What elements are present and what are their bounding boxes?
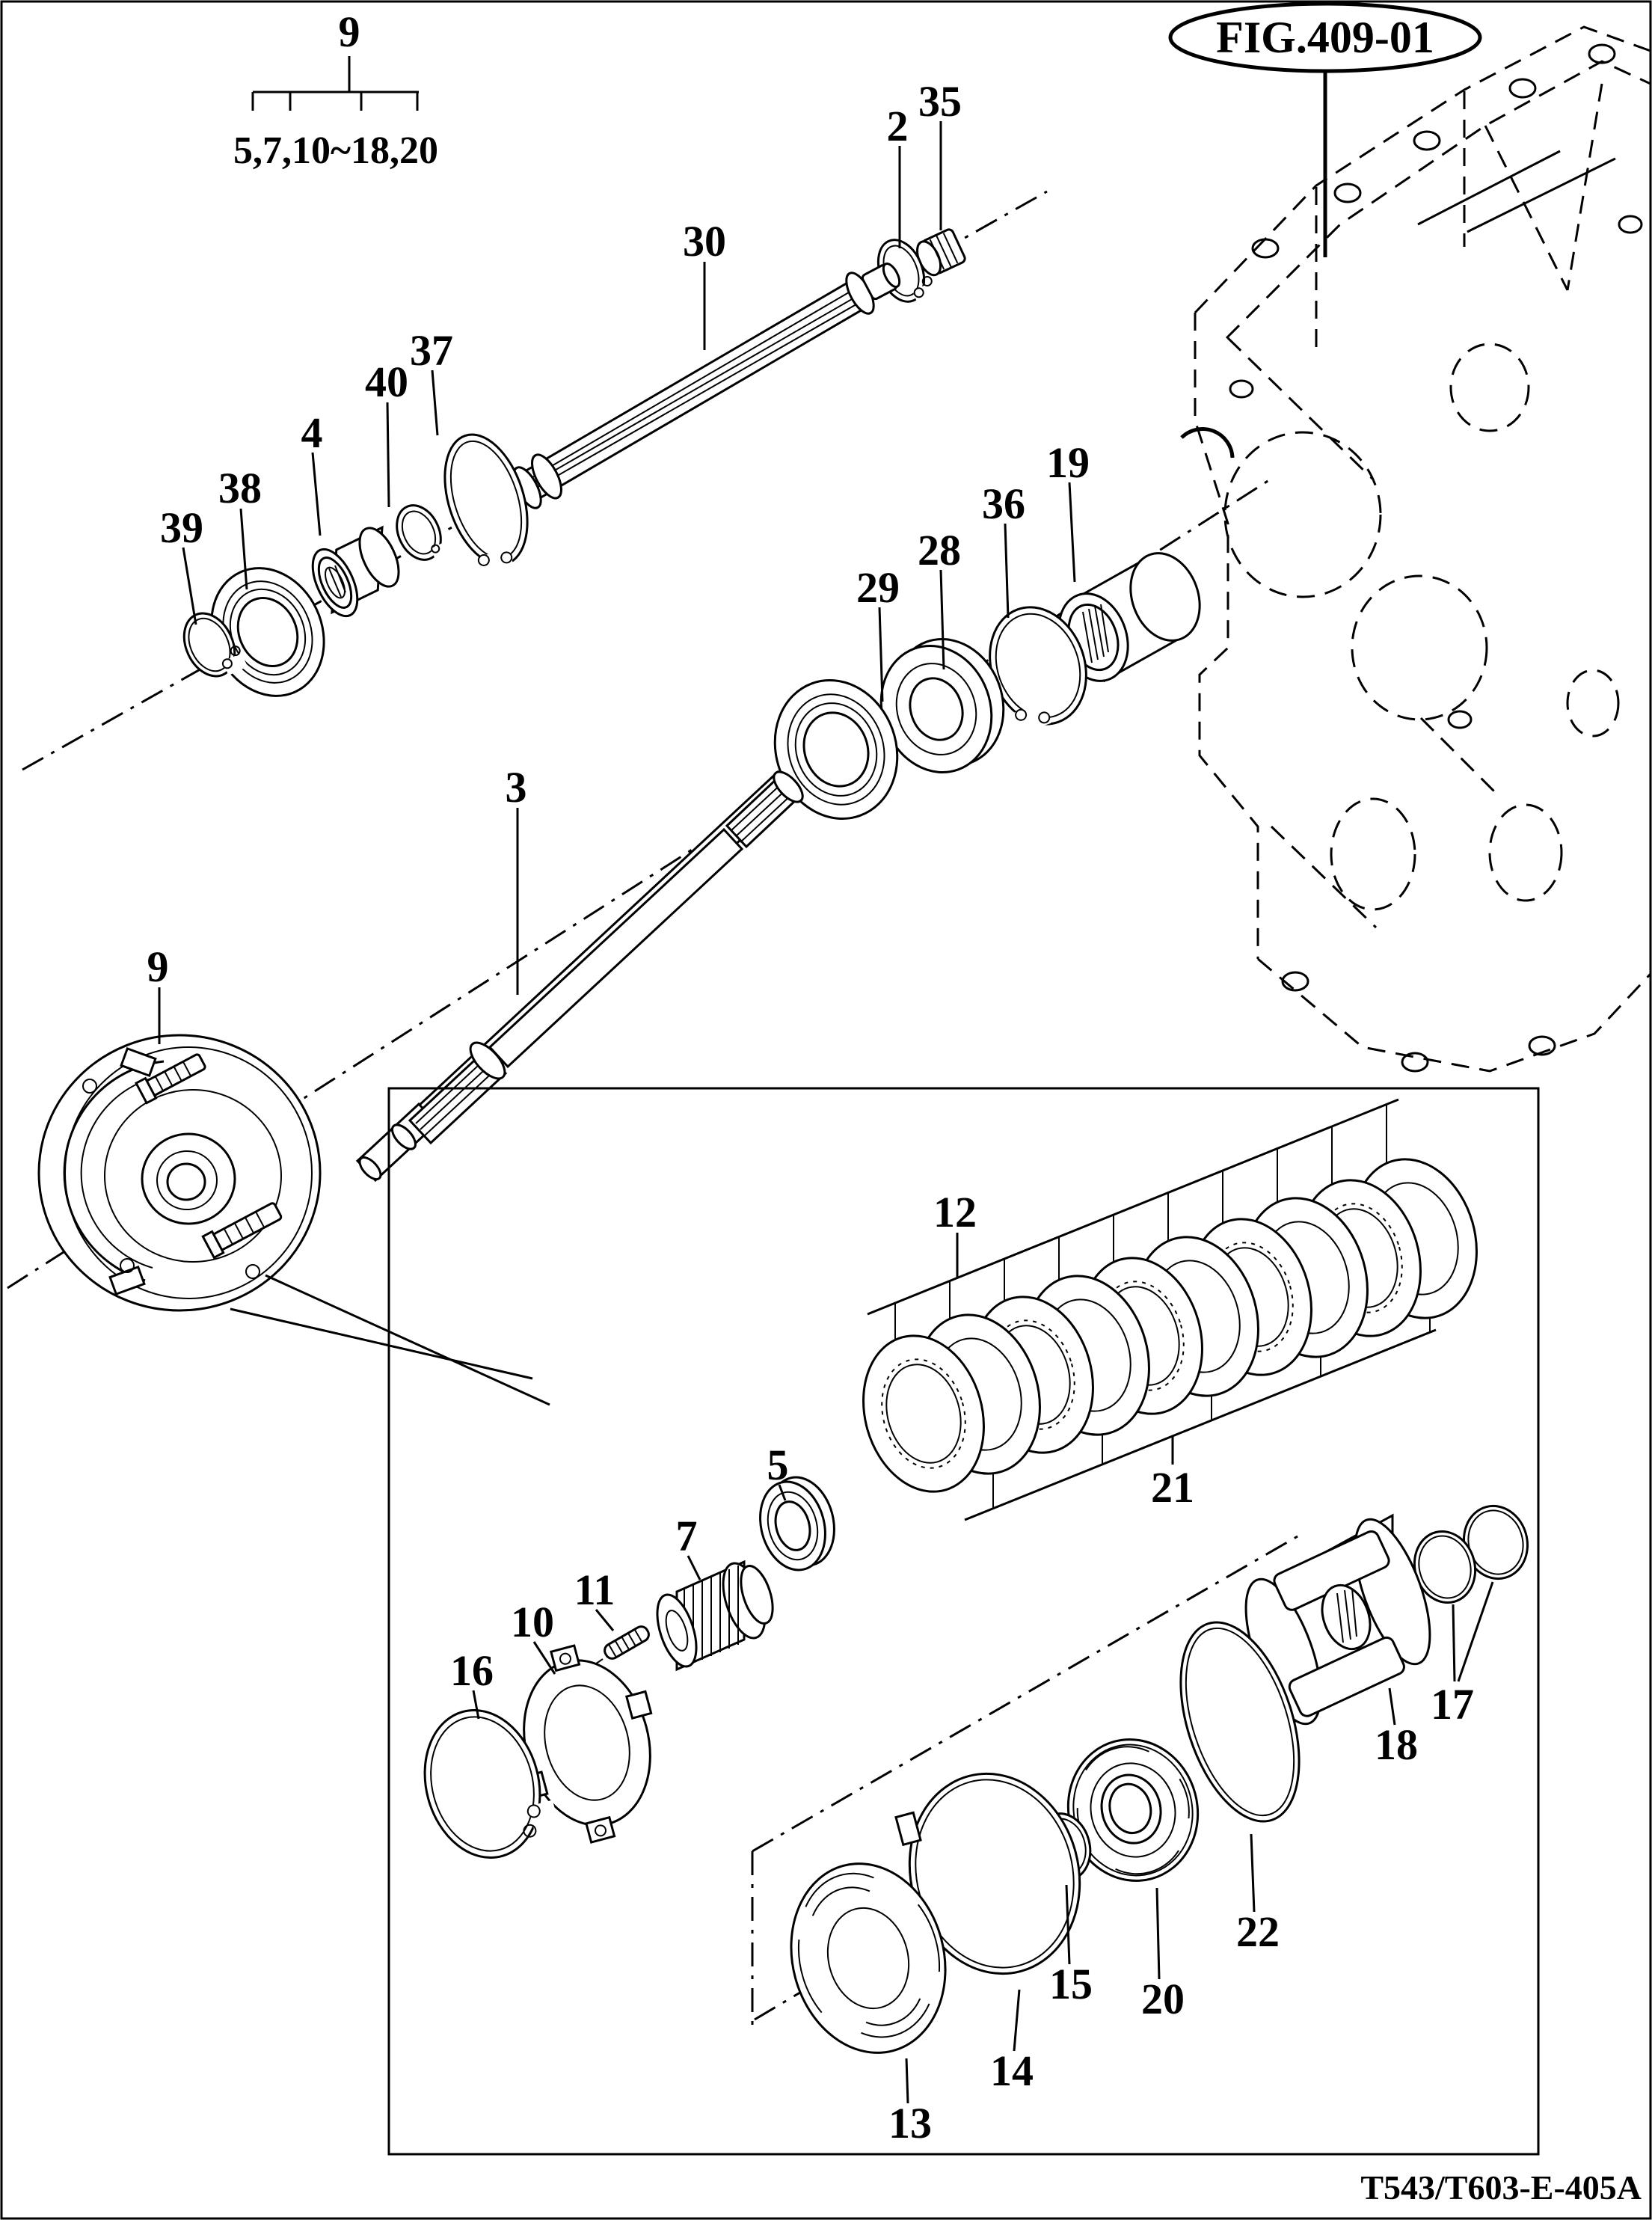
label-14: 14 — [990, 1989, 1034, 2095]
needle-bearing-35-part — [916, 228, 966, 277]
svg-text:35: 35 — [918, 77, 962, 126]
label-38: 38 — [218, 464, 262, 590]
group-callout-range: 5,7,10~18,20 — [233, 129, 438, 172]
label-19: 19 — [1046, 438, 1090, 583]
label-16: 16 — [450, 1646, 494, 1720]
collar-4-part — [311, 525, 400, 618]
svg-text:3: 3 — [506, 763, 527, 812]
svg-text:15: 15 — [1049, 1960, 1093, 2008]
snap-ring-39-part — [182, 612, 248, 678]
label-13: 13 — [888, 2058, 932, 2147]
label-4: 4 — [301, 408, 323, 536]
group-callout-bracket: 9 5,7,10~18,20 — [233, 7, 438, 172]
figure-ref-text: FIG.409-01 — [1216, 13, 1434, 62]
ball-bearing-29-part — [773, 679, 899, 820]
svg-text:9: 9 — [147, 942, 169, 991]
adjuster-screw-top — [135, 1053, 206, 1105]
label-18: 18 — [1375, 1687, 1418, 1769]
svg-text:17: 17 — [1431, 1680, 1474, 1729]
label-11: 11 — [574, 1566, 615, 1631]
figure-ref-balloon: FIG.409-01 — [1168, 1, 1482, 257]
steel-plate-bracket-bar — [964, 1328, 1437, 1521]
label-35: 35 — [918, 77, 962, 230]
transmission-housing — [1180, 25, 1652, 1073]
label-39: 39 — [160, 503, 203, 625]
adjuster-screw-bottom — [201, 1202, 283, 1260]
label-40: 40 — [365, 358, 408, 508]
svg-text:30: 30 — [683, 217, 726, 266]
label-5: 5 — [767, 1441, 789, 1501]
snap-ring-40-part — [396, 504, 454, 561]
svg-text:20: 20 — [1141, 1975, 1185, 2023]
spring-retainer-18-part — [1244, 1513, 1431, 1730]
svg-text:5: 5 — [767, 1441, 789, 1489]
label-3: 3 — [506, 763, 527, 995]
pto-shaft-3-part — [355, 770, 804, 1183]
svg-text:39: 39 — [160, 503, 203, 552]
label-9-clutch: 9 — [147, 942, 169, 1044]
bearing-5-part — [759, 1476, 835, 1572]
svg-text:11: 11 — [574, 1566, 615, 1614]
label-28: 28 — [918, 526, 961, 670]
svg-text:37: 37 — [410, 326, 453, 375]
bushing-19-part — [1057, 552, 1201, 683]
svg-text:40: 40 — [365, 358, 408, 406]
svg-text:29: 29 — [856, 563, 900, 612]
svg-text:38: 38 — [218, 464, 262, 512]
svg-text:7: 7 — [676, 1512, 698, 1560]
svg-text:36: 36 — [982, 479, 1025, 528]
clutch-disc-stack — [862, 1158, 1478, 1493]
svg-text:13: 13 — [888, 2099, 932, 2147]
ring-22-part — [1179, 1621, 1301, 1823]
svg-text:16: 16 — [450, 1646, 494, 1695]
group-callout-number: 9 — [339, 7, 360, 56]
ball-bearing-28-part — [879, 638, 1005, 773]
label-21: 21 — [1151, 1436, 1194, 1512]
housing-bolt-holes — [1229, 43, 1643, 1073]
snap-ring-37-part — [443, 433, 529, 576]
piston-plate-13-part — [790, 1862, 947, 2054]
friction-disc-bracket-bar — [867, 1098, 1399, 1316]
label-2: 2 — [887, 102, 909, 248]
label-15: 15 — [1049, 1884, 1093, 2008]
label-29: 29 — [856, 563, 900, 702]
label-12: 12 — [933, 1188, 977, 1278]
label-22: 22 — [1236, 1833, 1280, 1956]
label-36: 36 — [982, 479, 1025, 619]
o-rings-17-part — [1413, 1504, 1529, 1604]
svg-text:14: 14 — [990, 2046, 1034, 2095]
clutch-hub-7-part — [656, 1560, 774, 1672]
svg-text:10: 10 — [511, 1598, 554, 1646]
snap-ring-36-part — [989, 606, 1087, 735]
svg-text:2: 2 — [887, 102, 909, 150]
sub-assembly-box — [387, 1087, 1540, 2156]
label-10: 10 — [511, 1598, 556, 1675]
snap-ring-16-part — [423, 1708, 559, 1859]
svg-text:19: 19 — [1046, 438, 1090, 487]
label-30: 30 — [683, 217, 726, 350]
clutch-disc — [862, 1334, 985, 1493]
svg-text:21: 21 — [1151, 1463, 1194, 1512]
clutch-pack-brackets — [867, 1098, 1437, 1521]
figure-ref-ellipse — [1168, 1, 1482, 73]
doc-code: T543/T603-E-405A — [1360, 2168, 1642, 2207]
svg-text:4: 4 — [301, 408, 323, 457]
label-37: 37 — [410, 326, 453, 436]
label-7: 7 — [676, 1512, 701, 1580]
svg-text:22: 22 — [1236, 1907, 1280, 1956]
svg-text:28: 28 — [918, 526, 961, 574]
svg-text:18: 18 — [1375, 1720, 1418, 1769]
svg-text:12: 12 — [933, 1188, 977, 1236]
clutch-assembly-9-part — [37, 1034, 550, 1406]
part-labels: 30 2 35 37 40 4 38 39 19 36 28 29 3 9 12… — [147, 77, 1494, 2147]
label-20: 20 — [1141, 1887, 1185, 2023]
label-17: 17 — [1431, 1581, 1494, 1729]
input-shaft-30-part — [512, 263, 901, 509]
